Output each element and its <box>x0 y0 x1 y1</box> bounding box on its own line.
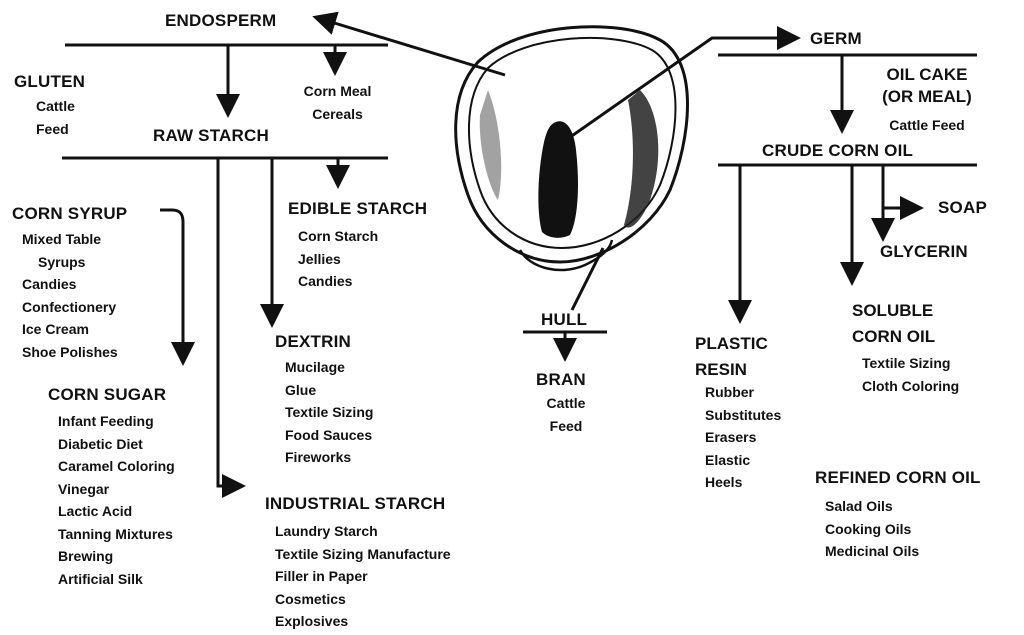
plastic-resin-use-item: Heels <box>705 471 781 494</box>
industrial-starch-use-item: Laundry Starch <box>275 520 451 543</box>
dextrin-label: DEXTRIN <box>275 333 351 350</box>
plastic-resin-use-item: Erasers <box>705 426 781 449</box>
raw-starch-label: RAW STARCH <box>153 127 269 144</box>
edible-starch-use-item: Jellies <box>298 248 378 271</box>
industrial-starch-use-item: Explosives <box>275 610 451 633</box>
corn-kernel-illustration <box>456 27 688 270</box>
industrial-starch-use-item: Filler in Paper <box>275 565 451 588</box>
dextrin-use-item: Food Sauces <box>285 424 373 447</box>
corn-meal-item: Cereals <box>290 103 385 126</box>
corn-syrup-use-item: Mixed Table <box>22 228 118 251</box>
soluble-oil-use-item: Textile Sizing <box>862 352 959 375</box>
edible-starch-use-item: Candies <box>298 270 378 293</box>
corn-meal-item: Corn Meal <box>290 80 385 103</box>
kernel-to-germ-arrow <box>566 38 795 140</box>
industrial-starch-uses: Laundry Starch Textile Sizing Manufactur… <box>275 520 451 633</box>
industrial-starch-label: INDUSTRIAL STARCH <box>265 495 445 512</box>
plastic-resin-use-item: Rubber <box>705 381 781 404</box>
germ-label: GERM <box>810 30 862 47</box>
industrial-starch-use-item: Cosmetics <box>275 588 451 611</box>
corn-syrup-uses: Mixed Table Syrups Candies Confectionery… <box>22 228 118 363</box>
oil-cake-uses: Cattle Feed <box>862 114 992 137</box>
corn-syrup-use-item: Candies <box>22 273 118 296</box>
industrial-starch-use-item: Textile Sizing Manufacture <box>275 543 451 566</box>
soluble-oil-title-line: CORN OIL <box>852 324 935 350</box>
gluten-uses: Cattle Feed <box>36 95 75 140</box>
endosperm-label: ENDOSPERM <box>165 12 276 29</box>
bran-use-item: Cattle <box>531 392 601 415</box>
plastic-resin-title-line: PLASTIC <box>695 331 768 357</box>
corn-sugar-uses: Infant Feeding Diabetic Diet Caramel Col… <box>58 410 175 590</box>
to-industrial-starch-arrow <box>218 158 240 486</box>
plastic-resin-label: PLASTIC RESIN <box>695 331 768 383</box>
bran-use-item: Feed <box>531 415 601 438</box>
gluten-label: GLUTEN <box>14 73 85 90</box>
corn-syrup-use-item: Syrups <box>22 251 118 274</box>
refined-corn-oil-label: REFINED CORN OIL <box>815 469 981 486</box>
corn-sugar-use-item: Infant Feeding <box>58 410 175 433</box>
corn-sugar-use-item: Vinegar <box>58 478 175 501</box>
soluble-oil-use-item: Cloth Coloring <box>862 375 959 398</box>
corn-meal-uses: Corn Meal Cereals <box>290 80 385 125</box>
refined-corn-oil-uses: Salad Oils Cooking Oils Medicinal Oils <box>825 495 919 563</box>
dextrin-use-item: Textile Sizing <box>285 401 373 424</box>
plastic-resin-use-item: Elastic <box>705 449 781 472</box>
corn-sugar-use-item: Artificial Silk <box>58 568 175 591</box>
endosperm-shading-left <box>480 90 501 200</box>
oil-cake-title-line: (OR MEAL) <box>862 86 992 108</box>
corn-sugar-use-item: Brewing <box>58 545 175 568</box>
edible-starch-uses: Corn Starch Jellies Candies <box>298 225 378 293</box>
soluble-corn-oil-uses: Textile Sizing Cloth Coloring <box>862 352 959 397</box>
corn-syrup-label: CORN SYRUP <box>12 205 127 222</box>
soap-label: SOAP <box>938 199 987 216</box>
corn-syrup-use-item: Ice Cream <box>22 318 118 341</box>
bran-label: BRAN <box>536 371 586 388</box>
glycerin-label: GLYCERIN <box>880 243 968 260</box>
soluble-corn-oil-label: SOLUBLE CORN OIL <box>852 298 935 350</box>
oil-cake-title-line: OIL CAKE <box>862 64 992 86</box>
refined-oil-use-item: Cooking Oils <box>825 518 919 541</box>
plastic-resin-uses: Rubber Substitutes Erasers Elastic Heels <box>705 381 781 494</box>
oil-cake-use-item: Cattle Feed <box>862 114 992 137</box>
refined-oil-use-item: Salad Oils <box>825 495 919 518</box>
corn-sugar-use-item: Caramel Coloring <box>58 455 175 478</box>
corn-sugar-use-item: Lactic Acid <box>58 500 175 523</box>
soluble-oil-title-line: SOLUBLE <box>852 298 935 324</box>
gluten-use-item: Feed <box>36 118 75 141</box>
oil-cake-label: OIL CAKE (OR MEAL) <box>862 64 992 108</box>
corn-sugar-use-item: Tanning Mixtures <box>58 523 175 546</box>
dextrin-use-item: Fireworks <box>285 446 373 469</box>
corn-syrup-to-sugar-arrow <box>160 210 183 360</box>
plastic-resin-use-item: Substitutes <box>705 404 781 427</box>
edible-starch-label: EDIBLE STARCH <box>288 200 427 217</box>
corn-sugar-use-item: Diabetic Diet <box>58 433 175 456</box>
germ-shape <box>538 121 578 238</box>
corn-sugar-label: CORN SUGAR <box>48 386 166 403</box>
dextrin-use-item: Mucilage <box>285 356 373 379</box>
bran-uses: Cattle Feed <box>531 392 601 437</box>
crude-corn-oil-label: CRUDE CORN OIL <box>762 142 913 159</box>
corn-syrup-use-item: Shoe Polishes <box>22 341 118 364</box>
corn-syrup-use-item: Confectionery <box>22 296 118 319</box>
dextrin-use-item: Glue <box>285 379 373 402</box>
refined-oil-use-item: Medicinal Oils <box>825 540 919 563</box>
endosperm-shading-right <box>624 90 658 228</box>
edible-starch-use-item: Corn Starch <box>298 225 378 248</box>
plastic-resin-title-line: RESIN <box>695 357 768 383</box>
dextrin-uses: Mucilage Glue Textile Sizing Food Sauces… <box>285 356 373 469</box>
gluten-use-item: Cattle <box>36 95 75 118</box>
hull-label: HULL <box>541 311 587 328</box>
